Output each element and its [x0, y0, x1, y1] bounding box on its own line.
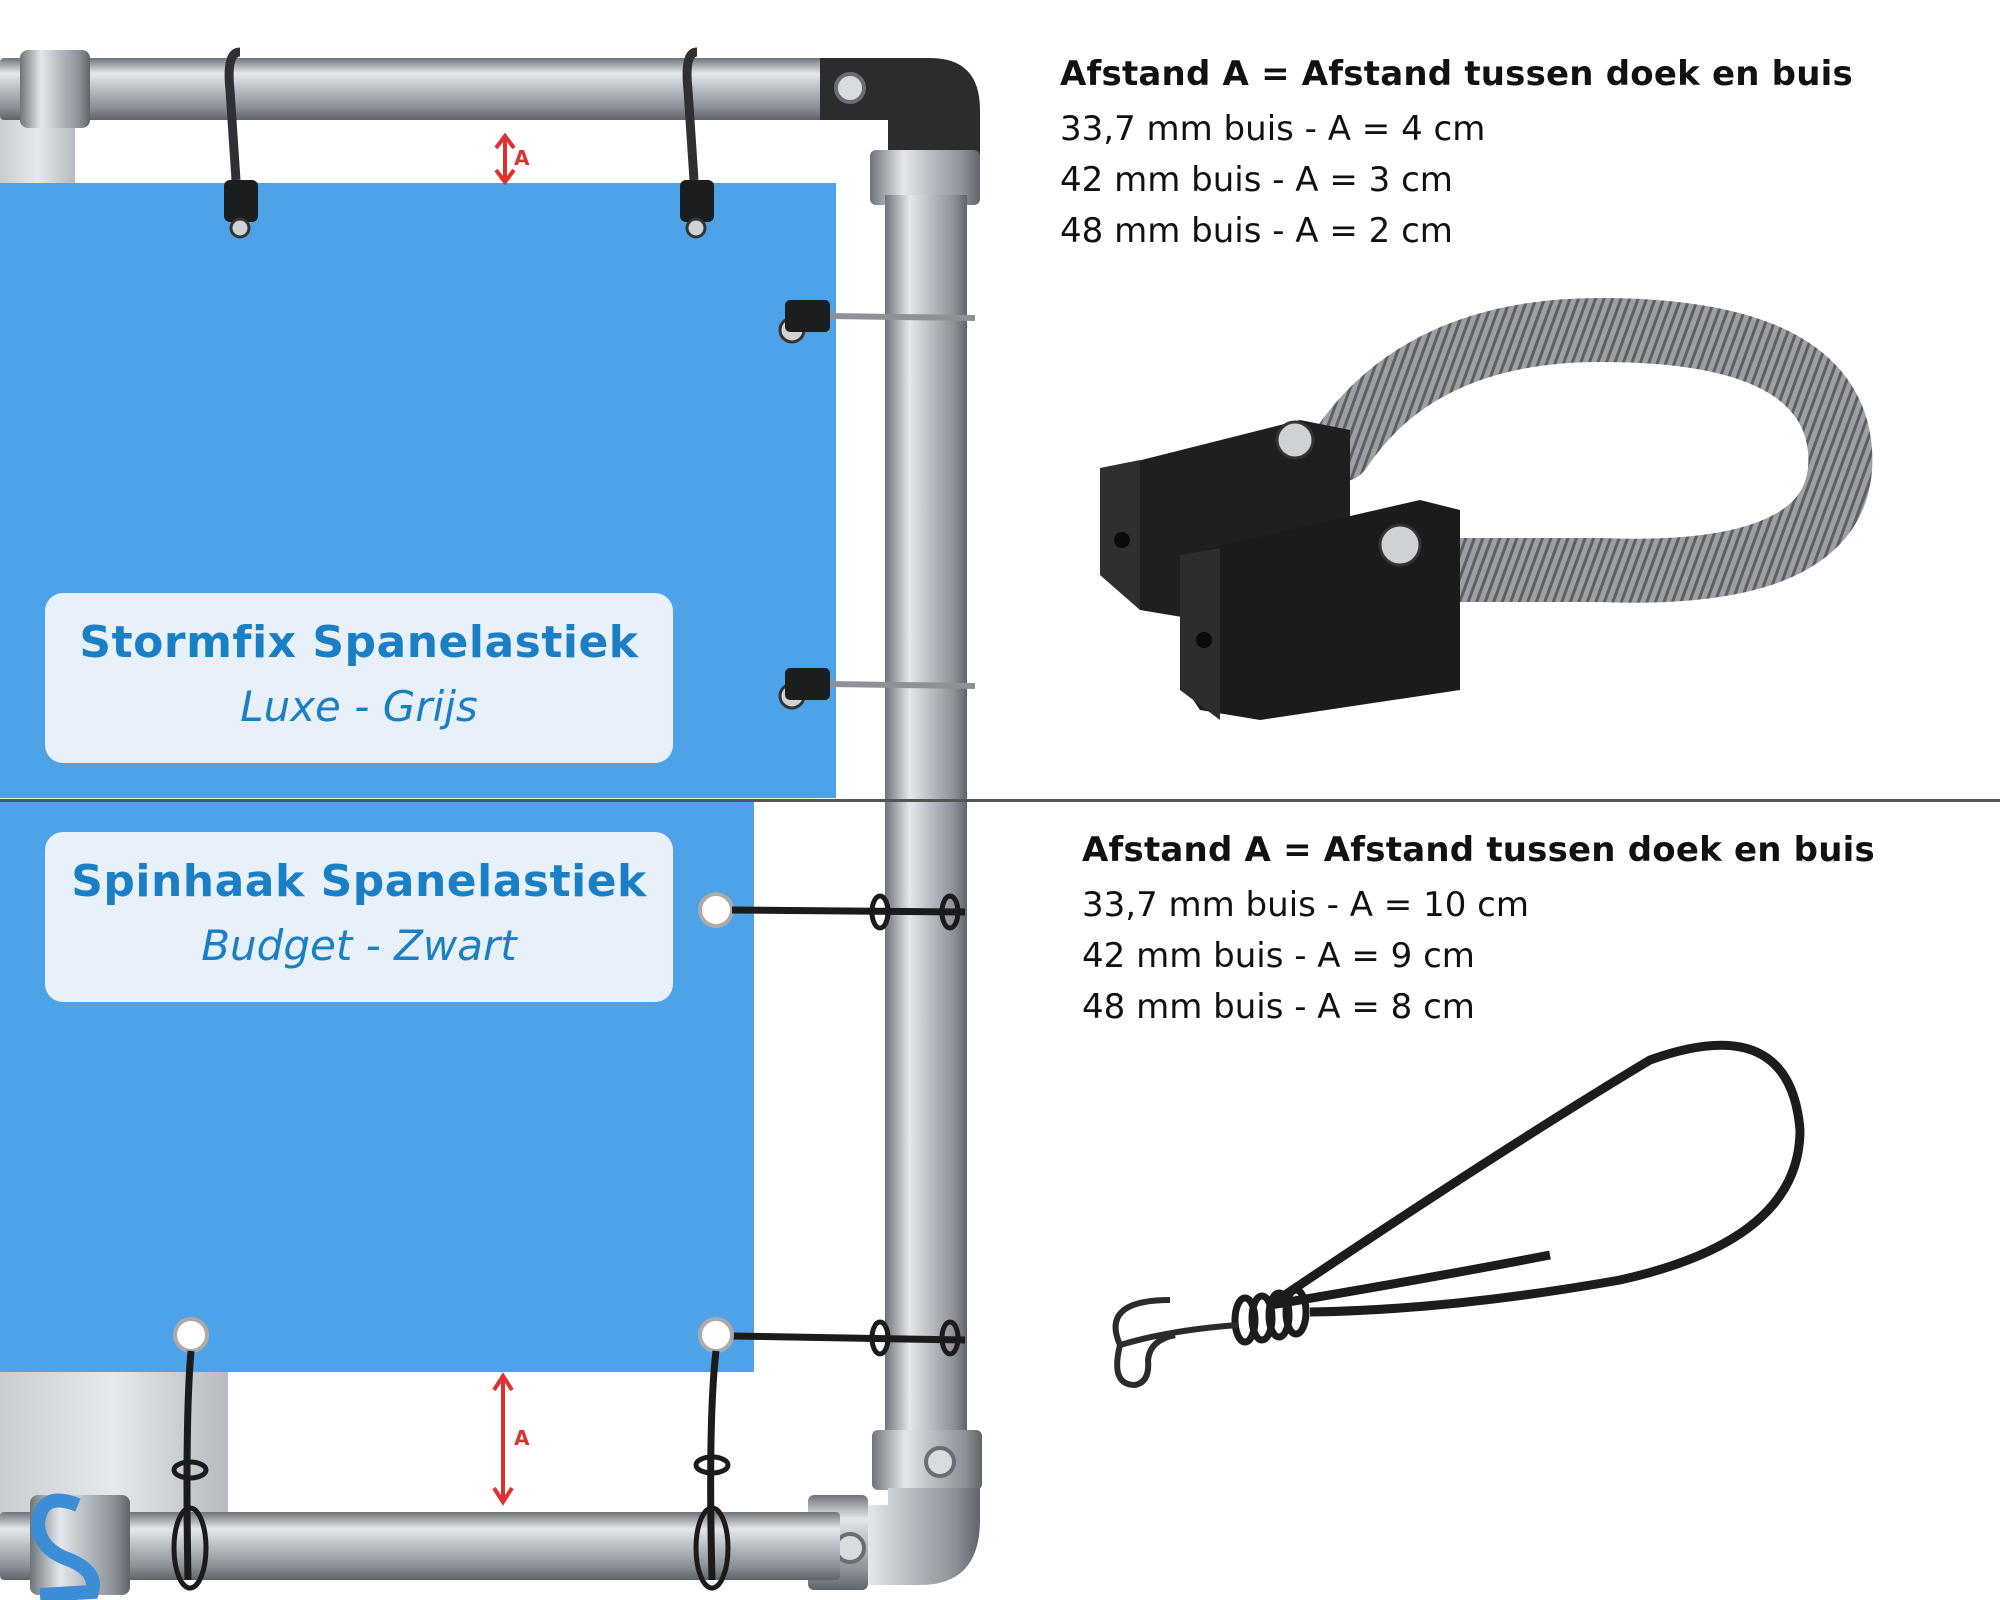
pipe-clamp-top [20, 50, 90, 128]
corner-bolt [924, 1446, 956, 1478]
budget-fastener-bottom-2 [693, 1317, 734, 1591]
frame-pipe-right [885, 195, 967, 1435]
spec-row: 42 mm buis - A = 9 cm [1082, 936, 1475, 976]
product-subtitle: Luxe - Grijs [240, 682, 478, 731]
budget-fastener-side-1 [698, 892, 966, 931]
corner-collar [870, 150, 980, 205]
product-label-budget: Spinhaak Spanelastiek Budget - Zwart [45, 832, 673, 1002]
spec-row: 48 mm buis - A = 8 cm [1082, 987, 1475, 1027]
budget-hook-product-icon [1112, 1040, 1805, 1389]
spec-block-luxe: Afstand A = Afstand tussen doek en buis … [1060, 54, 1853, 257]
corner-bolt [834, 72, 866, 104]
stormfix-product-icon [1100, 297, 1873, 720]
distance-marker-top: A [494, 132, 530, 186]
distance-marker-label: A [514, 1426, 530, 1450]
distance-marker-bottom: A [492, 1372, 530, 1506]
spec-row: 33,7 mm buis - A = 10 cm [1082, 885, 1529, 925]
stormfix-fastener-side-2 [778, 668, 976, 710]
stormfix-fastener-side-1 [778, 300, 976, 344]
spec-heading: Afstand A = Afstand tussen doek en buis [1082, 830, 1875, 870]
budget-fastener-bottom-1 [171, 1317, 209, 1591]
frame-pipe-top [0, 58, 845, 120]
spec-block-budget: Afstand A = Afstand tussen doek en buis … [1082, 830, 1875, 1033]
product-title: Spinhaak Spanelastiek [71, 856, 647, 907]
stormfix-fastener-top-2 [680, 47, 714, 239]
stormfix-fastener-top-1 [224, 47, 258, 239]
spec-row: 42 mm buis - A = 3 cm [1060, 160, 1453, 200]
product-label-luxe: Stormfix Spanelastiek Luxe - Grijs [45, 593, 673, 763]
spec-row: 33,7 mm buis - A = 4 cm [1060, 109, 1486, 149]
spec-heading: Afstand A = Afstand tussen doek en buis [1060, 54, 1853, 94]
spec-row: 48 mm buis - A = 2 cm [1060, 211, 1453, 251]
product-title: Stormfix Spanelastiek [79, 617, 639, 668]
pipe-clamp-bottom [30, 1495, 130, 1595]
frame-pipe-bottom [0, 1512, 840, 1580]
distance-marker-label: A [514, 146, 530, 170]
product-subtitle: Budget - Zwart [201, 921, 517, 970]
section-divider [0, 799, 2000, 802]
corner-bolt [834, 1532, 866, 1564]
s-logo-icon [30, 1493, 100, 1600]
